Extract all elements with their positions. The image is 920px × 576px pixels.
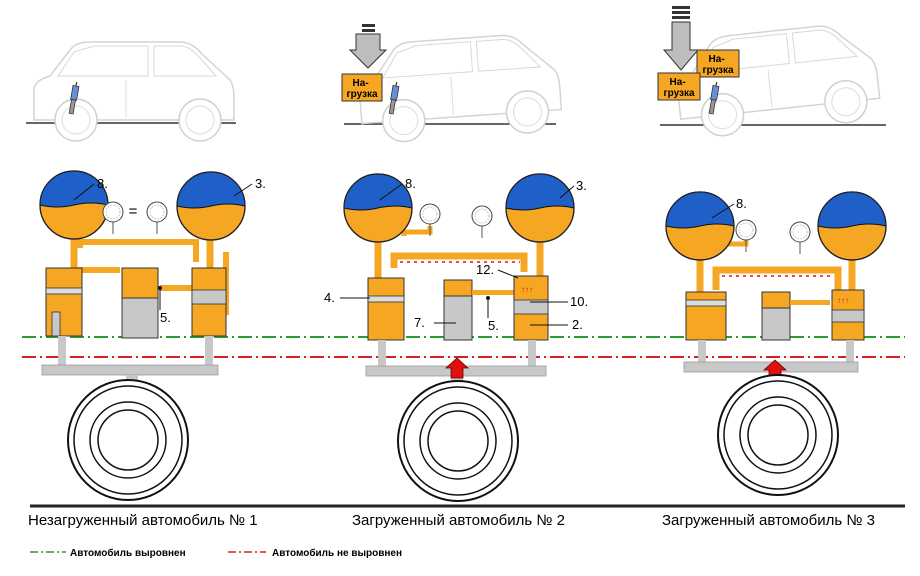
panel-3-hydraulics: ↑↑↑ 8. xyxy=(665,191,887,496)
caption-car-3: Загруженный автомобиль № 3 xyxy=(662,512,875,529)
panel-1-hydraulics: = 8. 3. 5. xyxy=(39,170,266,501)
pressure-gauge-icon xyxy=(789,221,811,255)
tyre-3 xyxy=(717,374,839,496)
callout-2: 2. xyxy=(572,317,583,332)
svg-text:↑↑↑: ↑↑↑ xyxy=(837,296,849,305)
load-label: На- грузка xyxy=(346,78,378,100)
callout-3: 3. xyxy=(576,178,587,193)
load-arrow-icon xyxy=(662,6,700,71)
caption-car-1: Незагруженный автомобиль № 1 xyxy=(28,512,258,529)
callout-12: 12. xyxy=(476,262,494,277)
callout-8: 8. xyxy=(97,176,108,191)
callout-10: 10. xyxy=(570,294,588,309)
car-3-loaded: На- грузка На- грузка xyxy=(657,6,886,141)
legend-leveled: Автомобиль выровнен xyxy=(70,547,186,559)
panel-2-hydraulics: ↑↑↑ 8. 3. 12. 4. 7. 5. 10. 2. xyxy=(324,173,588,502)
pressure-gauge-icon xyxy=(146,201,168,235)
tyre-1 xyxy=(67,379,189,501)
load-arrow-icon xyxy=(348,24,388,69)
callout-5: 5. xyxy=(488,318,499,333)
legend: Автомобиль выровнен Автомобиль не выровн… xyxy=(30,547,402,559)
caption-car-2: Загруженный автомобиль № 2 xyxy=(352,512,565,529)
car-2-loaded: На- грузка xyxy=(341,24,564,146)
load-box: На- грузка xyxy=(657,72,701,101)
equals-sign: = xyxy=(129,203,138,220)
pressure-gauge-icon xyxy=(102,201,124,235)
load-label: На- грузка xyxy=(702,54,734,76)
legend-not-leveled: Автомобиль не выровнен xyxy=(272,547,402,559)
callout-4: 4. xyxy=(324,290,335,305)
callout-3: 3. xyxy=(255,176,266,191)
car-1-unloaded xyxy=(26,41,236,142)
load-box: На- грузка xyxy=(696,49,740,78)
svg-text:↑↑↑: ↑↑↑ xyxy=(521,285,533,294)
callout-8: 8. xyxy=(405,176,416,191)
load-label: На- грузка xyxy=(663,77,695,99)
callout-8: 8. xyxy=(736,196,747,211)
pressure-gauge-icon xyxy=(735,219,757,253)
pressure-gauge-icon xyxy=(471,205,493,239)
load-box: На- грузка xyxy=(341,73,383,102)
lift-arrow-icon xyxy=(444,357,470,379)
callout-7: 7. xyxy=(414,315,425,330)
callout-5: 5. xyxy=(160,310,171,325)
tyre-2 xyxy=(397,380,519,502)
